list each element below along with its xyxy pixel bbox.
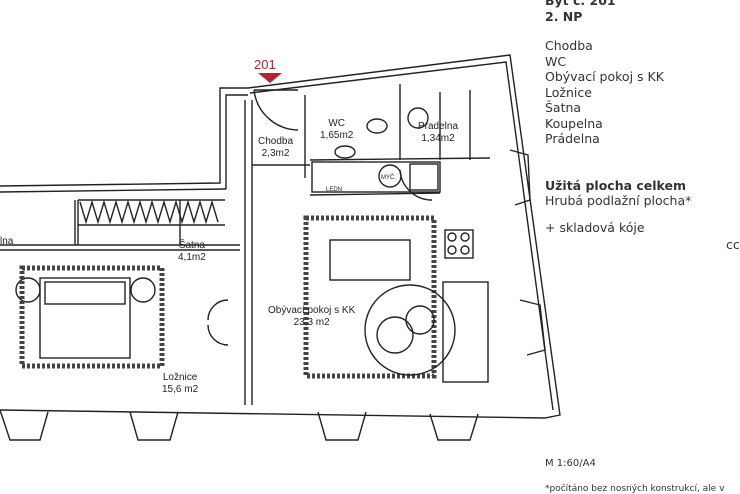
rug (303, 215, 437, 379)
footnote: *počítáno bez nosných konstrukcí, ale v (545, 484, 725, 494)
floor-label: 2. NP (545, 8, 583, 24)
room-list-item: Obývací pokoj s KK (545, 69, 664, 84)
area-summary: Byt č. 201 2. NP Chodba WC Obývací pokoj… (545, 0, 740, 235)
room-list-item: Prádelna (545, 131, 600, 146)
room-list-item: Koupelna (545, 115, 603, 131)
room-list-item: Šatna (545, 100, 582, 115)
unit-marker-arrow (258, 73, 282, 83)
fridge-label: LEDN (326, 187, 343, 193)
scale-label: M 1:60/A4 (545, 458, 596, 469)
apartment-title: Byt č. 201 (545, 0, 616, 8)
total-used-area-label: Užitá plocha celkem (545, 177, 687, 193)
dishwasher-label: MYČ. (381, 175, 396, 181)
storage-label: + skladová kóje (545, 219, 645, 235)
round-table (364, 284, 456, 376)
storage-value: cca (726, 237, 740, 252)
bed (39, 277, 131, 359)
room-list-item: Ložnice (545, 84, 592, 100)
room-label-koupelna: lna (0, 236, 14, 247)
room-list-item: Chodba (545, 38, 593, 53)
outer-wall (0, 54, 561, 419)
gross-area-label: Hrubá podlažní plocha* (545, 193, 692, 208)
inner-wall (244, 100, 253, 405)
unit-number: 201 (254, 57, 276, 72)
room-list-item: WC (545, 53, 567, 69)
